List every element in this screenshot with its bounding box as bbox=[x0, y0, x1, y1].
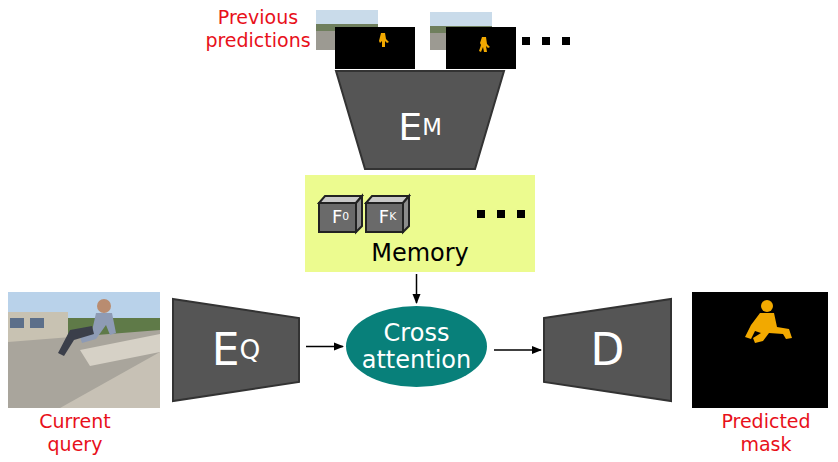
caption-label: Current query bbox=[20, 410, 130, 456]
node-label: E bbox=[212, 326, 240, 374]
subscript: 0 bbox=[342, 211, 349, 223]
query-encoder: EQ bbox=[172, 298, 300, 402]
cross-attention: Cross attention bbox=[345, 305, 488, 388]
node-text: D bbox=[591, 326, 625, 374]
query-photo bbox=[8, 292, 160, 408]
prediction-thumbnail bbox=[430, 12, 516, 69]
node-text: EM bbox=[398, 107, 442, 149]
node-text: EQ bbox=[212, 326, 261, 374]
decoder: D bbox=[543, 298, 672, 402]
ellipsis-dots bbox=[522, 37, 570, 45]
caption-label: Predicted mask bbox=[708, 410, 824, 456]
memory-encoder: EM bbox=[335, 70, 505, 170]
node-label: F bbox=[379, 207, 389, 227]
node-label: D bbox=[591, 326, 625, 374]
memory-bank: MemoryF0FK bbox=[305, 175, 535, 272]
node-label: E bbox=[398, 107, 422, 149]
node-label: F bbox=[332, 207, 342, 227]
memory-feature: F0 bbox=[318, 195, 363, 233]
arrow-connector bbox=[416, 274, 418, 303]
arrow-connector bbox=[494, 349, 541, 351]
node-text: F0 bbox=[332, 207, 349, 227]
ellipsis-dots bbox=[477, 209, 537, 219]
subscript: M bbox=[422, 115, 442, 140]
subscript: Q bbox=[240, 335, 261, 364]
subscript: K bbox=[389, 211, 396, 223]
prediction-thumbnail bbox=[316, 10, 415, 69]
node-text: Memory bbox=[371, 240, 469, 266]
node-text: FK bbox=[379, 207, 396, 227]
node-text: Cross attention bbox=[362, 320, 472, 373]
mask-image bbox=[692, 292, 828, 408]
memory-feature: FK bbox=[365, 195, 410, 233]
node-label: Cross attention bbox=[362, 320, 472, 373]
node-label: Memory bbox=[371, 240, 469, 266]
caption-label: Previous predictions bbox=[200, 6, 316, 52]
arrow-connector bbox=[306, 346, 343, 348]
